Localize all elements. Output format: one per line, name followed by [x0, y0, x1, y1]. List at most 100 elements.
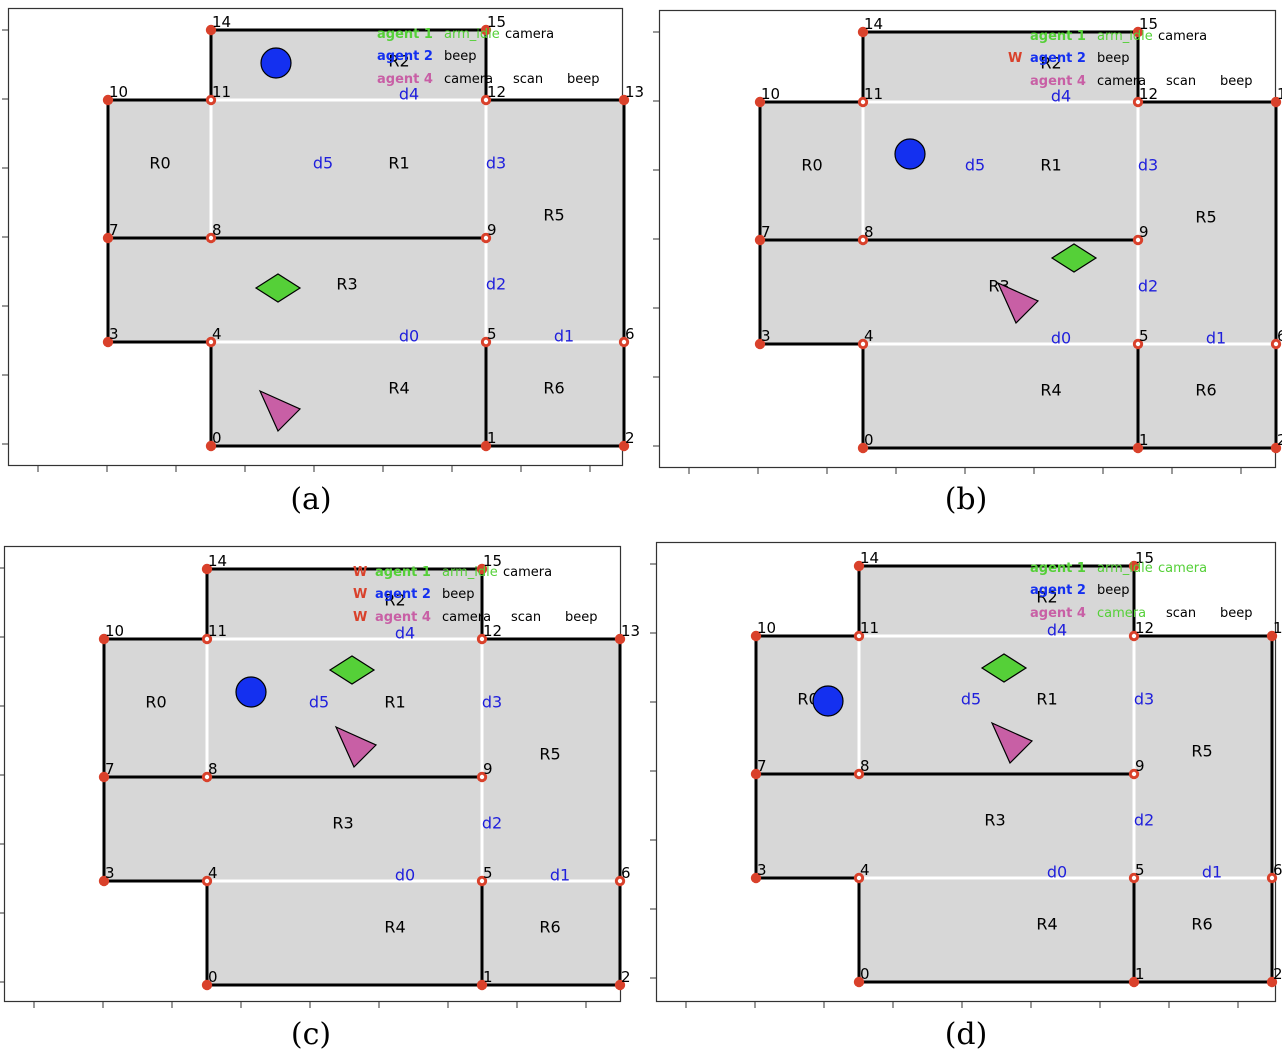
node-label: 8: [864, 223, 874, 241]
room-label-r5: R5: [543, 206, 564, 225]
node-dot: [98, 633, 110, 645]
agent2-circle-icon: [260, 47, 292, 79]
node-label: 11: [860, 619, 879, 637]
door-label-d3: d3: [486, 154, 506, 173]
door-label-d5: d5: [309, 693, 329, 712]
node-dot: [618, 440, 630, 452]
node-label: 6: [1277, 327, 1282, 345]
room-label-r6: R6: [543, 379, 564, 398]
door-label-d4: d4: [1047, 621, 1067, 640]
room-label-r6: R6: [1191, 915, 1212, 934]
room-r6: [1138, 344, 1276, 448]
door-label-d0: d0: [1051, 329, 1071, 348]
node-label: 1: [487, 429, 497, 447]
node-label: 4: [208, 864, 218, 882]
room-r2: [859, 566, 1134, 636]
node-label: 9: [1135, 757, 1145, 775]
node-dot: [857, 26, 869, 38]
node-door-mark: [856, 633, 862, 639]
node-label: 12: [1139, 85, 1158, 103]
node-dot: [853, 976, 865, 988]
node-label: 14: [208, 552, 227, 570]
node-door-mark: [1131, 875, 1137, 881]
door-label-d4: d4: [1051, 87, 1071, 106]
agent4-task-beep: beep: [1220, 74, 1253, 89]
node-dot: [1270, 442, 1282, 454]
agent1-legend-name: agent 1: [377, 27, 433, 42]
node-label: 8: [212, 221, 222, 239]
node-dot: [853, 560, 865, 572]
node-label: 12: [487, 83, 506, 101]
node-label: 2: [1273, 965, 1282, 983]
node-dot: [98, 771, 110, 783]
room-label-r4: R4: [1036, 915, 1057, 934]
node-dot: [754, 96, 766, 108]
wait-flag: W: [353, 587, 367, 602]
agent1-task-camera: camera: [1158, 561, 1207, 576]
room-r6: [482, 881, 620, 985]
room-r0: [108, 100, 211, 238]
node-door-mark: [621, 339, 627, 345]
node-door-mark: [1269, 875, 1275, 881]
agent4-task-beep: beep: [567, 72, 600, 87]
room-r2: [207, 569, 482, 639]
node-label: 0: [864, 431, 874, 449]
node-label: 4: [860, 861, 870, 879]
node-door-mark: [204, 774, 210, 780]
agent2-legend-name: agent 2: [1030, 583, 1086, 598]
wait-flag: W: [1008, 51, 1022, 66]
room-label-r1: R1: [388, 154, 409, 173]
door-label-d0: d0: [1047, 863, 1067, 882]
node-dot: [480, 440, 492, 452]
agent2-circle-icon: [235, 676, 267, 708]
agent4-task-beep: beep: [565, 610, 598, 625]
node-label: 15: [1139, 15, 1158, 33]
room-label-r0: R0: [801, 156, 822, 175]
node-door-mark: [860, 237, 866, 243]
node-door-mark: [479, 636, 485, 642]
node-dot: [476, 979, 488, 991]
node-dot: [614, 633, 626, 645]
node-dot: [750, 768, 762, 780]
node-label: 2: [1277, 431, 1282, 449]
agent4-legend-name: agent 4: [375, 610, 431, 625]
room-label-r4: R4: [388, 379, 409, 398]
caption-a: (a): [290, 482, 332, 517]
room-label-r3: R3: [336, 275, 357, 294]
panel-d: 0123456789101112131415R0R1R2R3R4R5R6d0d1…: [650, 541, 1282, 1008]
node-dot: [750, 872, 762, 884]
node-door-mark: [856, 771, 862, 777]
agent1-task-arm_idle: arm_idle: [442, 565, 498, 580]
room-r1: [207, 639, 482, 777]
node-label: 10: [761, 85, 780, 103]
node-label: 13: [625, 83, 644, 101]
node-label: 11: [212, 83, 231, 101]
agent1-legend-name: agent 1: [1030, 561, 1086, 576]
door-label-d2: d2: [482, 814, 502, 833]
door-label-d4: d4: [395, 624, 415, 643]
node-door-mark: [617, 878, 623, 884]
node-label: 2: [625, 429, 635, 447]
node-door-mark: [856, 875, 862, 881]
door-label-d0: d0: [395, 866, 415, 885]
node-door-mark: [483, 235, 489, 241]
plan-group: 0123456789101112131415R0R1R2R3R4R5R6d0d1…: [750, 549, 1282, 988]
door-label-d5: d5: [965, 156, 985, 175]
node-label: 13: [621, 622, 640, 640]
room-label-r0: R0: [145, 693, 166, 712]
door-label-d3: d3: [1134, 690, 1154, 709]
node-door-mark: [208, 339, 214, 345]
agent1-task-camera: camera: [505, 27, 554, 42]
room-label-r5: R5: [539, 745, 560, 764]
agent4-triangle-icon: [334, 725, 378, 769]
door-label-d5: d5: [961, 690, 981, 709]
node-door-mark: [483, 97, 489, 103]
room-label-r2: R2: [384, 591, 405, 610]
node-door-mark: [208, 97, 214, 103]
node-dot: [102, 232, 114, 244]
node-label: 14: [212, 13, 231, 31]
agent1-diamond-icon: [254, 273, 302, 303]
node-door-mark: [204, 636, 210, 642]
agent4-triangle-icon: [258, 389, 302, 433]
